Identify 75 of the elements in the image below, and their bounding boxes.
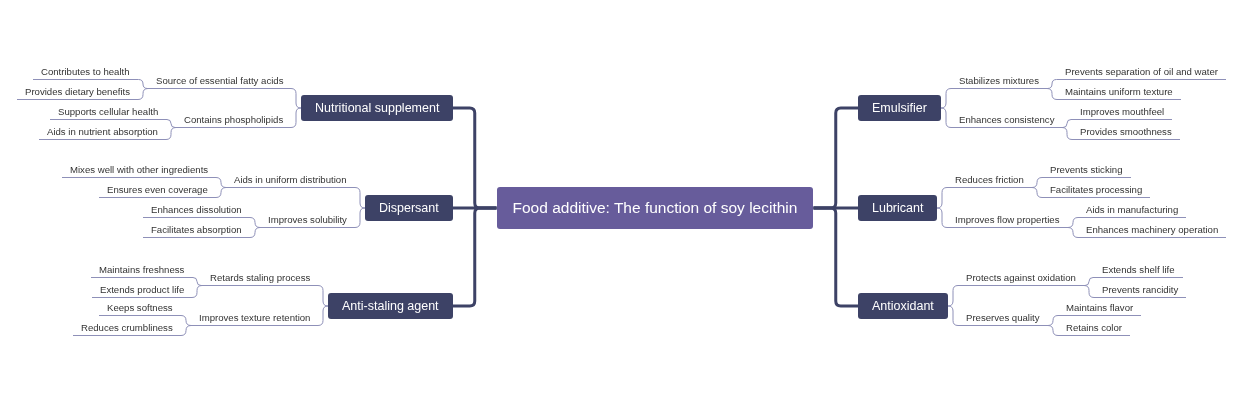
subtopic-label: Aids in uniform distribution [226,174,355,188]
detail-label: Mixes well with other ingredients [62,164,217,178]
topic-box: Antioxidant [858,293,948,319]
detail-label: Extends shelf life [1094,264,1183,278]
detail-label: Extends product life [92,284,193,298]
connector-line [1067,227,1079,238]
topic-box: Emulsifier [858,95,941,121]
connector-line [1061,127,1073,140]
connector-line [215,177,227,188]
subtopic-label: Contains phospholipids [176,114,292,128]
connector-line [249,227,261,238]
detail-label: Provides smoothness [1072,126,1180,140]
detail-label: Facilitates processing [1042,184,1151,198]
connector-line [1083,285,1095,298]
connector-line [137,88,149,100]
connector-line [290,107,302,128]
detail-label: Supports cellular health [50,106,167,120]
detail-label: Provides dietary benefits [17,86,139,100]
subtopic-label: Reduces friction [947,174,1032,188]
connector-line [936,207,948,228]
subtopic-label: Improves flow properties [947,214,1068,228]
connector-line [936,187,948,209]
connector-line [1047,315,1059,326]
subtopic-label: Protects against oxidation [958,272,1084,286]
topic-box: Lubricant [858,195,938,221]
detail-label: Reduces crumbliness [73,322,181,336]
connector-line [1031,187,1043,198]
detail-label: Enhances machinery operation [1078,224,1227,238]
connector-line [215,187,227,198]
connector-line [180,315,192,326]
connector-line [940,107,952,128]
detail-label: Improves mouthfeel [1072,106,1173,120]
subtopic-label: Preserves quality [958,312,1048,326]
connector-line [940,88,952,109]
topic-box: Nutritional supplement [301,95,454,121]
detail-label: Retains color [1058,322,1130,336]
connector-line [1031,177,1043,188]
detail-label: Ensures even coverage [99,184,216,198]
connector-line [191,285,203,298]
connector-line [165,127,177,140]
subtopic-label: Retards staling process [202,272,319,286]
connector-line [947,285,959,307]
connector-line [354,207,366,228]
connector-line [290,88,302,109]
subtopic-label: Source of essential fatty acids [148,75,292,89]
subtopic-label: Stabilizes mixtures [951,75,1047,89]
topic-box: Dispersant [365,195,453,221]
subtopic-label: Improves texture retention [191,312,319,326]
detail-label: Maintains freshness [91,264,193,278]
central-topic-box: Food additive: The function of soy lecithin [496,187,814,229]
detail-label: Keeps softness [99,302,181,316]
detail-label: Maintains flavor [1058,302,1142,316]
connector-line [249,217,261,228]
connector-line [137,79,149,89]
detail-label: Prevents separation of oil and water [1057,66,1227,80]
detail-label: Prevents rancidity [1094,284,1187,298]
detail-label: Contributes to health [33,66,138,80]
connector-line [180,325,192,336]
subtopic-label: Enhances consistency [951,114,1063,128]
topic-box: Anti-staling agent [328,293,453,319]
connector-line [354,187,366,209]
detail-label: Prevents sticking [1042,164,1131,178]
connector-line [947,305,959,326]
connector-line [1047,325,1059,336]
detail-label: Maintains uniform texture [1057,86,1181,100]
detail-label: Aids in manufacturing [1078,204,1187,218]
detail-label: Facilitates absorption [143,224,250,238]
detail-label: Aids in nutrient absorption [39,126,166,140]
subtopic-label: Improves solubility [260,214,355,228]
connector-line [1067,217,1079,228]
connector-line [317,305,329,326]
connector-line [1046,79,1058,89]
detail-label: Enhances dissolution [143,204,250,218]
connector-line [317,285,329,307]
connector-line [1046,88,1058,100]
